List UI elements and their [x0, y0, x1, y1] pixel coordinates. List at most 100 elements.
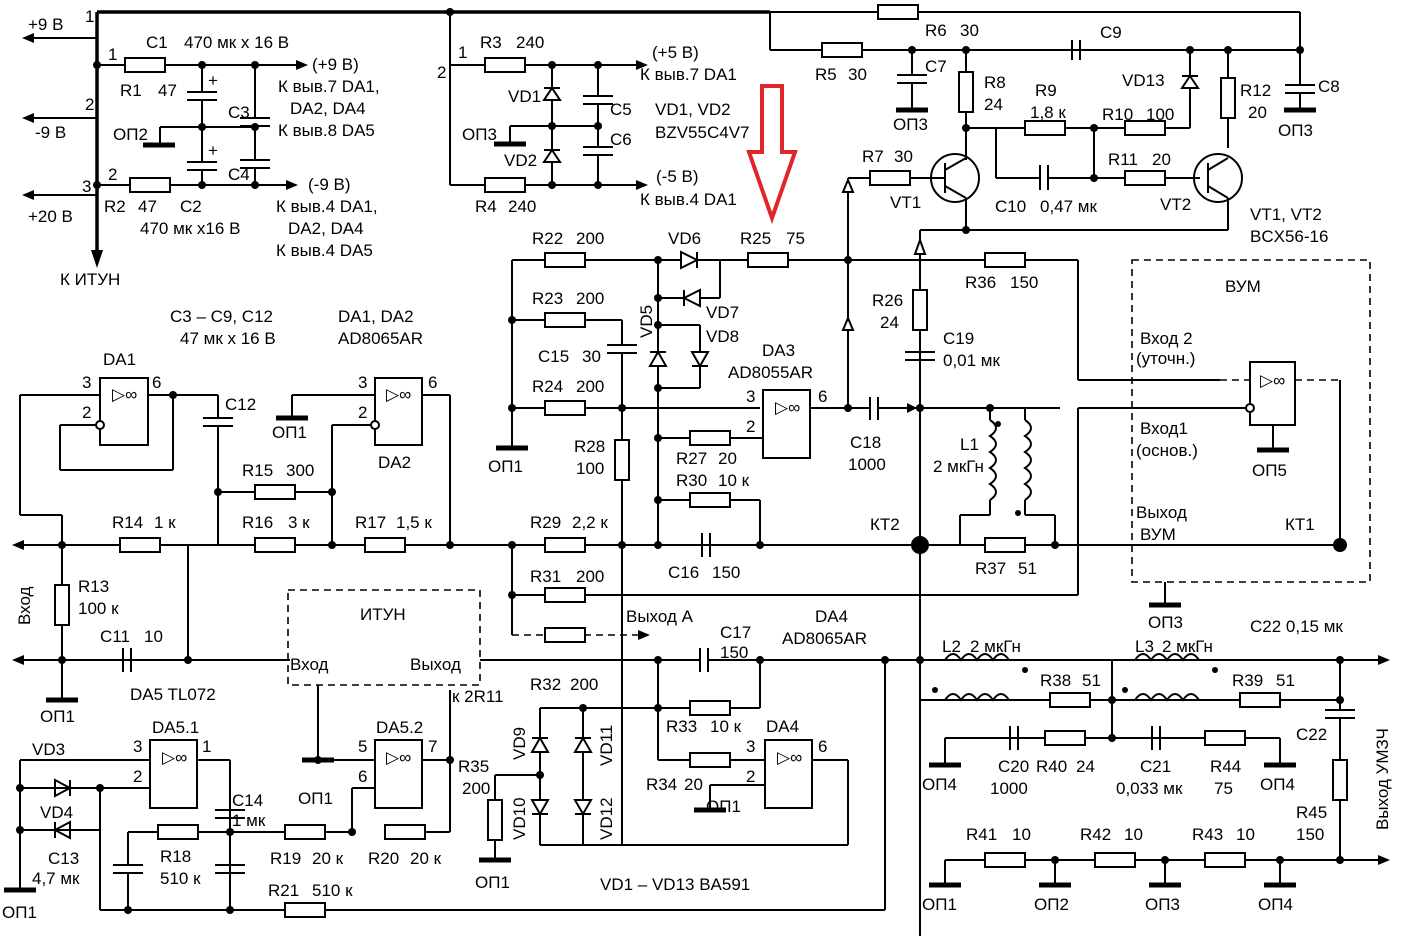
label-da1: DA1: [103, 350, 136, 369]
da4-block: ▷∞: [479, 660, 886, 910]
label-c1v: 470 мк х 16 В: [184, 33, 289, 52]
label-m9: (-9 В): [308, 175, 351, 194]
label-c13: C13: [48, 849, 79, 868]
label-c2: C2: [180, 197, 202, 216]
label-r11: R11: [1108, 150, 1138, 169]
svg-text:▷∞: ▷∞: [386, 748, 411, 767]
pin2d: 2: [746, 767, 755, 786]
label-r1: R1: [120, 81, 142, 100]
label-r7v: 30: [894, 147, 913, 166]
label-r19: R19: [270, 849, 301, 868]
label-p9v: +9 В: [28, 15, 63, 34]
label-r33: R33: [666, 717, 697, 736]
label-r39v: 51: [1276, 671, 1295, 690]
label-l3: L3: [1135, 637, 1154, 656]
label-r14v: 1 к: [154, 513, 176, 532]
label-vyh-vum: Выход: [1136, 503, 1187, 522]
label-p9: (+9 В): [312, 55, 359, 74]
label-r31v: 200: [576, 567, 604, 586]
label-c10: C10: [995, 197, 1026, 216]
pin3e: 3: [133, 737, 142, 756]
label-vd10: VD10: [510, 797, 529, 840]
label-r41v: 10: [1012, 825, 1031, 844]
label-r29v: 2,2 к: [572, 513, 608, 532]
label-op1f: ОП1: [298, 789, 333, 808]
n2a: 2: [85, 95, 94, 114]
plus1: +: [208, 71, 218, 90]
label-r37: R37: [975, 559, 1006, 578]
label-itun-out: Выход: [410, 655, 461, 674]
label-p5: (+5 В): [652, 43, 699, 62]
label-da51: DA5.1: [152, 718, 199, 737]
label-vh1b: (основ.): [1136, 441, 1198, 460]
label-r32v: 200: [570, 675, 598, 694]
label-bcx: BCX56-16: [1250, 227, 1328, 246]
label-da3: DA3: [762, 341, 795, 360]
label-r44: R44: [1210, 757, 1241, 776]
label-r17v: 1,5 к: [396, 513, 432, 532]
label-r42: R42: [1080, 825, 1111, 844]
label-r32: R32: [530, 675, 561, 694]
label-r43: R43: [1192, 825, 1223, 844]
label-r15v: 300: [286, 461, 314, 480]
label-da12: DA1, DA2: [338, 307, 414, 326]
label-r13v: 100 к: [78, 599, 119, 618]
label-vh2b: (уточн.): [1136, 349, 1195, 368]
label-itun-in: Вход: [290, 655, 329, 674]
label-r13: R13: [78, 577, 109, 596]
label-r25: R25: [740, 229, 771, 248]
label-r27: R27: [676, 449, 707, 468]
label-da12t: AD8065AR: [338, 329, 423, 348]
label-vd6: VD6: [668, 229, 701, 248]
label-op2: ОП2: [113, 125, 148, 144]
label-c19v: 0,01 мк: [943, 351, 1000, 370]
label-r33v: 10 к: [710, 717, 742, 736]
pin6d: 6: [818, 737, 827, 756]
label-vd2: VD2: [504, 151, 537, 170]
label-vhod: Вход: [15, 586, 34, 625]
label-k2r11: к 2R11: [452, 687, 504, 706]
label-c3c9v: 47 мк х 16 В: [180, 329, 276, 348]
label-op4c: ОП4: [1258, 895, 1293, 914]
label-c17v: 150: [720, 643, 748, 662]
plus2: +: [208, 141, 218, 160]
label-l3v: 2 мкГн: [1162, 637, 1213, 656]
label-c8: C8: [1318, 77, 1340, 96]
label-op3a: ОП3: [462, 125, 497, 144]
label-vt1: VT1: [890, 193, 921, 212]
label-op3b: ОП3: [893, 115, 928, 134]
n2c: 2: [437, 63, 446, 82]
label-k4c: К выв.4 DA5: [276, 241, 373, 260]
label-l1v: 2 мкГн: [933, 457, 984, 476]
label-r24v: 200: [576, 377, 604, 396]
label-vum: ВУМ: [1225, 277, 1261, 296]
n1c: 1: [458, 43, 467, 62]
label-r6v: 30: [960, 21, 979, 40]
label-c1: C1: [146, 33, 168, 52]
label-l2v: 2 мкГн: [970, 637, 1021, 656]
label-c14v: 1 мк: [232, 811, 266, 830]
label-r44v: 75: [1214, 779, 1233, 798]
label-r8: R8: [984, 73, 1006, 92]
label-r19v: 20 к: [312, 849, 344, 868]
label-c19: C19: [943, 329, 974, 348]
label-r26v: 24: [880, 313, 899, 332]
label-p20v: +20 В: [28, 207, 73, 226]
label-vd8: VD8: [706, 327, 739, 346]
label-k-itun: К ИТУН: [60, 270, 120, 289]
label-c21v: 0,033 мк: [1116, 779, 1183, 798]
label-k4b: DA2, DA4: [288, 219, 364, 238]
pin7f: 7: [428, 737, 437, 756]
pin5f: 5: [358, 737, 367, 756]
label-c9: C9: [1100, 23, 1122, 42]
labels: +9 В -9 В +20 В К ИТУН 1 2 3 1 2 1 2 C1 …: [2, 7, 1392, 922]
label-da4: DA4: [815, 607, 848, 626]
pin2b: 2: [358, 403, 367, 422]
label-c20v: 1000: [990, 779, 1028, 798]
pin6a: 6: [152, 373, 161, 392]
label-r28: R28: [574, 437, 605, 456]
label-r22: R22: [532, 229, 563, 248]
label-c21: C21: [1140, 757, 1171, 776]
label-c6: C6: [610, 130, 632, 149]
label-r23: R23: [532, 289, 563, 308]
